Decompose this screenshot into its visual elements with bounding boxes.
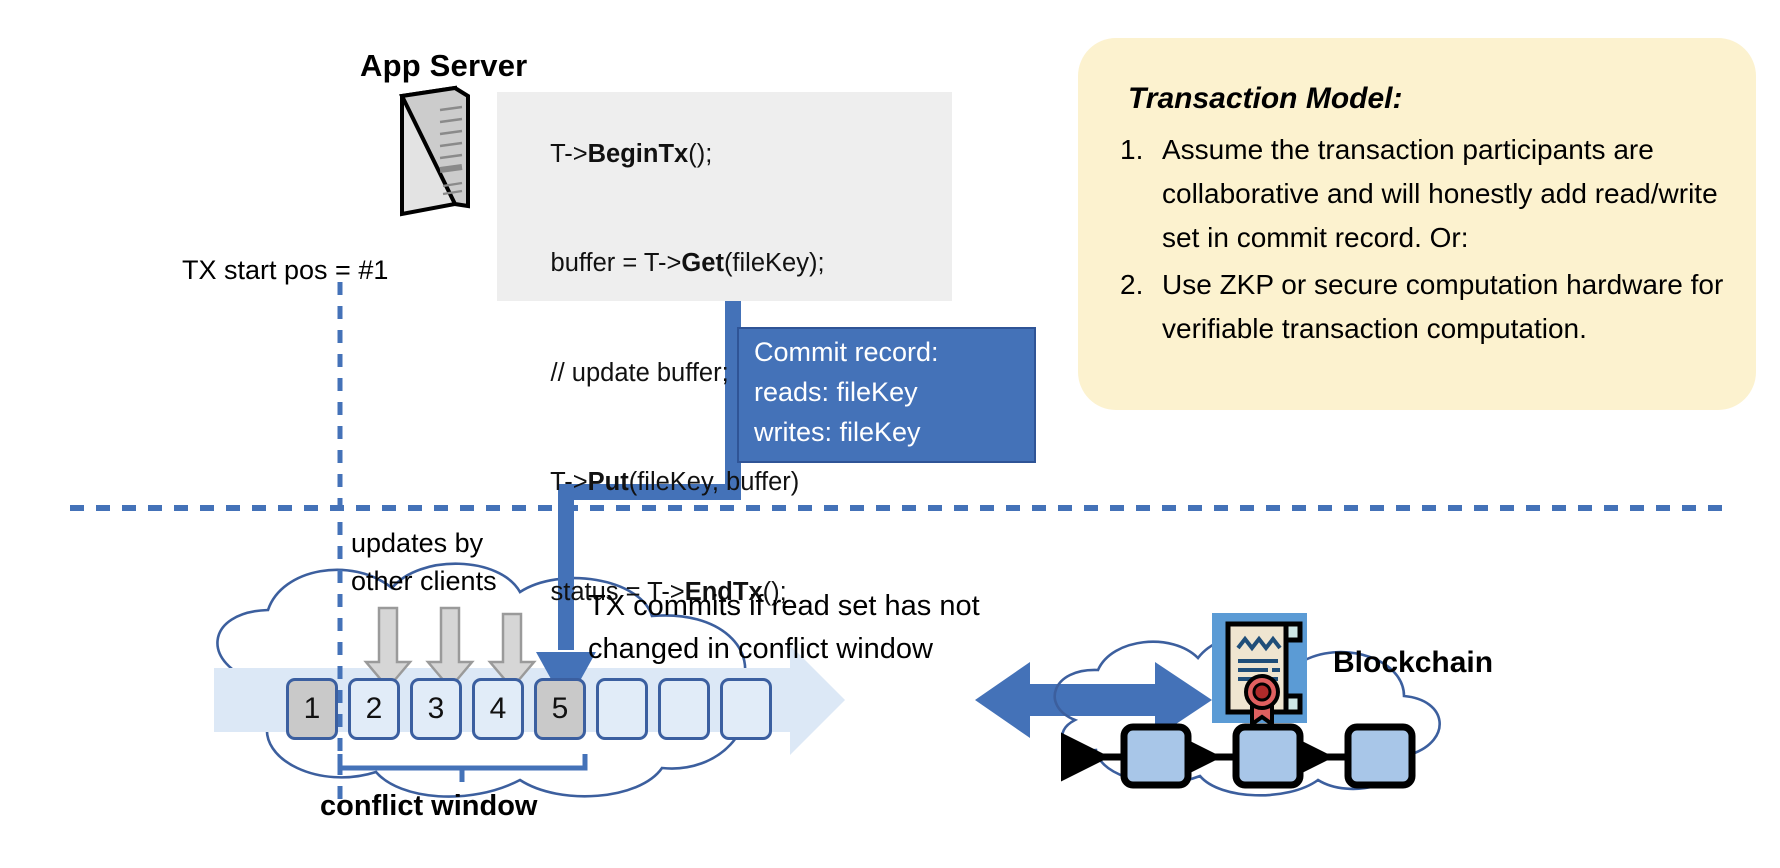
log-block[interactable]: 4 (472, 678, 524, 740)
log-block[interactable]: 5 (534, 678, 586, 740)
list-item-number: 2. (1120, 269, 1144, 300)
transaction-model-list: 1. Assume the transaction participants a… (1120, 128, 1740, 354)
conflict-window-brace (337, 754, 588, 782)
server-tower-icon (399, 85, 470, 217)
code-pre: T-> (550, 468, 588, 496)
app-server-title: App Server (360, 48, 528, 83)
code-pre: T-> (550, 139, 588, 168)
code-line-3: // update buffer; (497, 318, 952, 428)
transaction-model-title: Transaction Model: (1128, 82, 1403, 115)
code-snippet-box: T->BeginTx(); buffer = T->Get(fileKey); … (497, 92, 952, 606)
code-pre: status = T-> (550, 577, 685, 606)
log-block[interactable]: 2 (348, 678, 400, 740)
blockchain-label: Blockchain (1333, 646, 1494, 679)
list-item-number: 1. (1120, 134, 1144, 165)
conflict-window-label: conflict window (320, 790, 538, 822)
log-block[interactable] (658, 678, 710, 740)
code-pre: buffer = T-> (550, 249, 682, 277)
code-post: (); (688, 139, 713, 168)
commit-record-box: Commit record: reads: fileKey writes: fi… (737, 327, 1036, 463)
log-block[interactable] (596, 678, 648, 740)
commit-record-reads: reads: fileKey (754, 377, 918, 407)
tx-start-pos-label: TX start pos = #1 (182, 255, 389, 285)
code-post: (fileKey); (723, 249, 825, 277)
list-item-text: Assume the transaction participants are … (1162, 134, 1718, 253)
code-line-5: status = T->EndTx(); (497, 537, 952, 647)
code-bold: Get (681, 249, 724, 277)
code-bold: Put (587, 468, 629, 496)
sync-double-arrow (975, 662, 1212, 738)
updates-by-other-clients-label: updates by other clients (351, 528, 497, 596)
log-block[interactable] (720, 678, 772, 740)
code-line-2: buffer = T->Get(fileKey); (497, 209, 952, 319)
transaction-model-callout (1078, 38, 1756, 410)
code-line-4: T->Put(fileKey, buffer) (497, 428, 952, 538)
list-item-text: Use ZKP or secure computation hardware f… (1162, 269, 1724, 344)
log-block[interactable]: 3 (410, 678, 462, 740)
code-line-1: T->BeginTx(); (497, 92, 952, 209)
code-bold: EndTx (684, 577, 763, 606)
code-bold: BeginTx (587, 139, 689, 168)
chain-blocks (1120, 723, 1416, 789)
commit-record-line: Commit record: (754, 337, 939, 367)
code-post: (fileKey, buffer) (628, 468, 800, 496)
list-item: 2. Use ZKP or secure computation hardwar… (1120, 263, 1740, 351)
tx-commits-condition-label: TX commits if read set has not changed i… (588, 590, 980, 665)
log-block[interactable]: 1 (286, 678, 338, 740)
code-pre: // update buffer; (550, 358, 729, 387)
list-item: 1. Assume the transaction participants a… (1120, 128, 1740, 260)
certificate-seal-icon (1212, 613, 1307, 728)
commit-record-writes: writes: fileKey (754, 417, 921, 447)
code-post: (); (762, 577, 787, 606)
